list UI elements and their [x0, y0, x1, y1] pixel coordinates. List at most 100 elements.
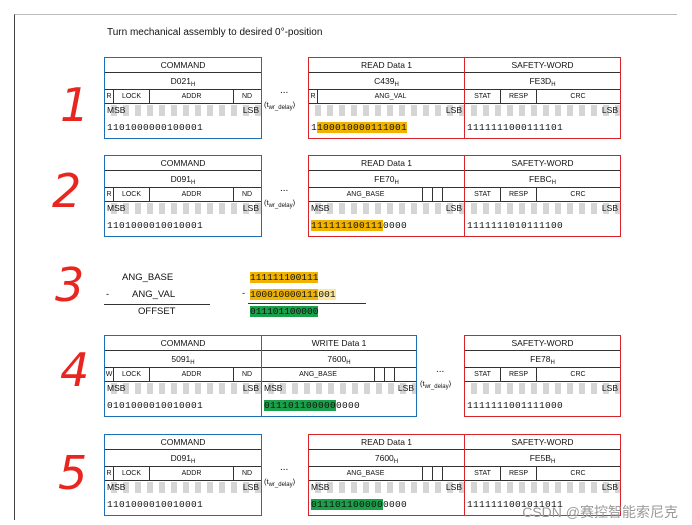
- field-r: R: [105, 467, 114, 480]
- field-ang-base: ANG_BASE: [262, 368, 375, 381]
- ellipsis: ...: [280, 183, 289, 194]
- write-hex: 7600H: [262, 351, 416, 368]
- msb-label: MSB: [107, 105, 126, 115]
- twr-delay-label: (twr_delay): [420, 379, 452, 390]
- read-label: READ Data 1: [309, 156, 464, 171]
- command-label: COMMAND: [105, 58, 261, 73]
- field-nd: ND: [241, 470, 253, 477]
- safety-hex: FEBCH: [465, 171, 620, 188]
- command-hex: D021H: [105, 73, 261, 90]
- field-lock: LOCK: [114, 90, 150, 103]
- field-ang-base: ANG_BASE: [309, 188, 423, 201]
- safety-word-block: SAFETY-WORD FE78H STAT RESP CRC LSB 1111…: [464, 335, 621, 417]
- command-block: COMMAND 5091H W LOCK ADDR ND MSB LSB 010…: [104, 335, 262, 417]
- ellipsis: ...: [280, 462, 289, 473]
- field-crc: CRC: [570, 371, 586, 378]
- field-row: ANG_BASE: [309, 188, 464, 202]
- command-block: COMMAND D091H R LOCK ADDR ND MSB LSB 110…: [104, 434, 262, 516]
- lsb-label: LSB: [397, 383, 414, 393]
- lsb-label: LSB: [242, 105, 259, 115]
- calc-underline: [248, 303, 366, 304]
- read-label: READ Data 1: [309, 435, 464, 450]
- field-row: ANG_BASE: [262, 368, 416, 382]
- step-number: 5: [58, 446, 88, 500]
- lsb-label: LSB: [242, 383, 259, 393]
- safety-hex: FE5BH: [465, 450, 620, 467]
- field-stat: STAT: [465, 90, 501, 103]
- safety-label: SAFETY-WORD: [465, 156, 620, 171]
- field-ang-base: ANG_BASE: [309, 467, 423, 480]
- figure-title: Turn mechanical assembly to desired 0°-p…: [107, 27, 323, 38]
- lsb-label: LSB: [601, 383, 618, 393]
- msb-label: MSB: [107, 482, 126, 492]
- reserved-bit: [443, 467, 453, 480]
- field-nd: ND: [241, 371, 253, 378]
- field-addr: ADDR: [150, 467, 234, 480]
- safety-hex: FE78H: [465, 351, 620, 368]
- command-bits: 1101000010010001: [107, 220, 204, 231]
- lsb-label: LSB: [445, 203, 462, 213]
- field-addr: ADDR: [150, 368, 234, 381]
- calc-ang-val-label: ANG_VAL: [132, 289, 176, 300]
- safety-label: SAFETY-WORD: [465, 435, 620, 450]
- field-r: R: [309, 90, 318, 103]
- safety-bits: 1111111001011011: [467, 499, 564, 510]
- field-resp: RESP: [501, 188, 537, 201]
- step-number: 4: [60, 343, 90, 397]
- field-row: R ANG_VAL: [309, 90, 464, 104]
- read-data-block: READ Data 1 C439H R ANG_VAL LSB 11000100…: [308, 57, 465, 139]
- read-data-block: READ Data 1 7600H ANG_BASE MSB LSB 01110…: [308, 434, 465, 516]
- reserved-bit: [433, 188, 443, 201]
- write-bits: 0111011000000000: [264, 400, 361, 411]
- twr-delay-label: (twr_delay): [264, 198, 296, 209]
- read-hex: 7600H: [309, 450, 464, 467]
- safety-label: SAFETY-WORD: [465, 58, 620, 73]
- read-bits: 1100010000111001: [311, 122, 408, 133]
- command-label: COMMAND: [105, 336, 261, 351]
- safety-word-block: SAFETY-WORD FE3DH STAT RESP CRC LSB 1111…: [464, 57, 621, 139]
- field-row: W LOCK ADDR ND: [105, 368, 261, 382]
- msb-label: MSB: [264, 383, 283, 393]
- field-row: STAT RESP CRC: [465, 90, 620, 104]
- field-r: R: [105, 188, 114, 201]
- reserved-bit: [433, 467, 443, 480]
- field-resp: RESP: [501, 90, 537, 103]
- read-bits: 0111011000000000: [311, 499, 408, 510]
- command-block: COMMAND D021H R LOCK ADDR ND MSB LSB 110…: [104, 57, 262, 139]
- msb-label: MSB: [107, 383, 126, 393]
- command-bits: 1101000010010001: [107, 499, 204, 510]
- reserved-bit: [423, 188, 433, 201]
- read-hex: FE70H: [309, 171, 464, 188]
- field-row: STAT RESP CRC: [465, 467, 620, 481]
- command-hex: D091H: [105, 171, 261, 188]
- write-data-block: WRITE Data 1 7600H ANG_BASE MSB LSB 0111…: [261, 335, 417, 417]
- calc-offset-bits: 011101100000: [250, 306, 319, 317]
- field-stat: STAT: [465, 368, 501, 381]
- safety-bits: 1111111001111000: [467, 400, 564, 411]
- read-hex: C439H: [309, 73, 464, 90]
- safety-bits: 1111111010111100: [467, 220, 564, 231]
- field-row: R LOCK ADDR ND: [105, 188, 261, 202]
- field-crc: CRC: [570, 191, 586, 198]
- msb-label: MSB: [107, 203, 126, 213]
- write-label: WRITE Data 1: [262, 336, 416, 351]
- minus-sign: -: [242, 288, 246, 299]
- reserved-bit: [423, 467, 433, 480]
- field-crc: CRC: [570, 470, 586, 477]
- lsb-label: LSB: [445, 105, 462, 115]
- read-data-block: READ Data 1 FE70H ANG_BASE MSB LSB 11111…: [308, 155, 465, 237]
- field-row: ANG_BASE: [309, 467, 464, 481]
- field-row: R LOCK ADDR ND: [105, 467, 261, 481]
- read-label: READ Data 1: [309, 58, 464, 73]
- twr-delay-label: (twr_delay): [264, 477, 296, 488]
- field-crc: CRC: [570, 93, 586, 100]
- reserved-bit: [443, 188, 453, 201]
- field-row: R LOCK ADDR ND: [105, 90, 261, 104]
- lsb-label: LSB: [601, 105, 618, 115]
- lsb-label: LSB: [242, 482, 259, 492]
- field-lock: LOCK: [114, 368, 150, 381]
- reserved-bit: [395, 368, 405, 381]
- minus-sign: -: [106, 289, 110, 300]
- field-nd: ND: [241, 93, 253, 100]
- read-bits: 1111111001110000: [311, 220, 408, 231]
